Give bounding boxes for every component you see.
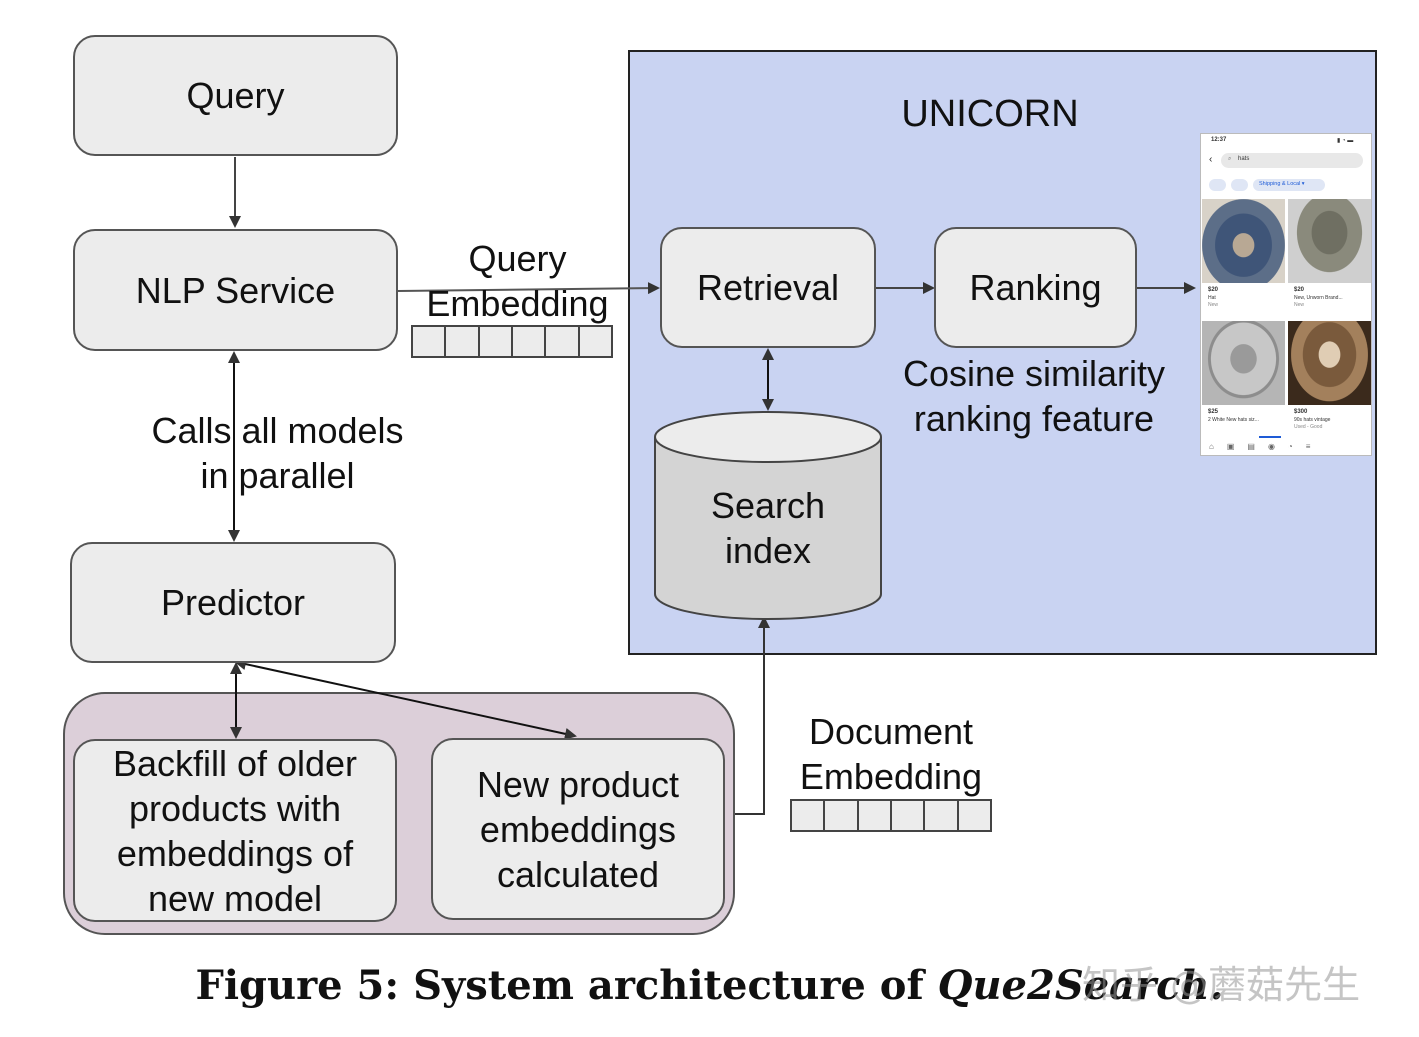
marketplace-phone-screenshot: 12:37 ▮ ◔ ▬ ‹ ⌕ hats Shipping & Local ▾ … <box>1200 133 1372 456</box>
phone-filter-chip-1 <box>1209 179 1226 191</box>
query-embedding-line-2: Embedding <box>426 283 609 324</box>
new-product-line-1: New product <box>476 763 680 805</box>
phone-filter-chip-2 <box>1231 179 1248 191</box>
document-embedding-line-2: Embedding <box>799 756 983 797</box>
hat-photo-4 <box>1288 321 1371 405</box>
calls-parallel-label: Calls all models in parallel <box>140 408 415 498</box>
cosine-line-1: Cosine similarity <box>902 353 1166 394</box>
back-chevron-icon: ‹ <box>1209 154 1213 165</box>
item-4-sub: Used - Good <box>1294 424 1323 430</box>
caption-name: Que2Search. <box>937 962 1224 1009</box>
hat-photo-2 <box>1288 199 1371 283</box>
phone-time: 12:37 <box>1211 137 1227 143</box>
item-3-price: $25 <box>1208 409 1219 415</box>
unicorn-label: UNICORN <box>901 93 1079 135</box>
document-embedding-vector <box>790 799 992 832</box>
item-2-title: New, Unworn Brand... <box>1294 295 1343 301</box>
new-product-node: New product embeddings calculated <box>431 738 725 920</box>
query-embedding-label: Query Embedding <box>415 236 620 326</box>
arrow-newproduct-to-index <box>735 616 770 815</box>
query-node: Query <box>73 35 398 156</box>
search-index-line-1: Search <box>710 485 826 526</box>
new-product-line-2: embeddings <box>479 808 677 850</box>
calls-parallel-line-2: in parallel <box>200 455 355 496</box>
hat-photo-3 <box>1202 321 1285 405</box>
item-2-sub: New <box>1294 302 1305 308</box>
phone-search-icon: ⌕ <box>1228 156 1232 162</box>
phone-search-bar <box>1221 153 1363 168</box>
item-1-price: $20 <box>1208 287 1219 293</box>
calls-parallel-line-1: Calls all models <box>151 410 404 451</box>
retrieval-node: Retrieval <box>660 227 876 348</box>
document-embedding-label: Document Embedding <box>790 709 992 799</box>
caption-prefix: Figure 5: System architecture of <box>195 962 938 1009</box>
query-embedding-line-1: Query <box>468 238 567 279</box>
figure-caption: Figure 5: System architecture of Que2Sea… <box>0 962 1419 1009</box>
cosine-label: Cosine similarity ranking feature <box>890 351 1178 441</box>
hat-photo-1 <box>1202 199 1285 283</box>
ranking-node: Ranking <box>934 227 1137 348</box>
nlp-service-node: NLP Service <box>73 229 398 351</box>
search-index-line-2: index <box>724 530 812 571</box>
arrow-predictor-newproduct <box>234 658 577 740</box>
backfill-line-3: embeddings of <box>116 832 354 874</box>
phone-search-text: hats <box>1238 156 1250 162</box>
item-3-title: 2 White New hats siz... <box>1208 417 1259 423</box>
arrow-nlp-to-retrieval <box>397 282 660 295</box>
phone-tab-bar-icons: ⌂▣▤◉◔≡ <box>1209 442 1324 451</box>
backfill-line-2: products with <box>128 787 342 829</box>
query-embedding-vector <box>411 325 613 358</box>
item-2-price: $20 <box>1294 287 1305 293</box>
phone-status-icons: ▮ ◔ ▬ <box>1337 138 1354 144</box>
predictor-node: Predictor <box>70 542 396 663</box>
phone-tab-indicator <box>1259 436 1281 438</box>
phone-filter-chip-3 <box>1253 179 1325 191</box>
phone-filter-text: Shipping & Local ▾ <box>1259 181 1305 187</box>
search-index-cylinder <box>654 411 882 620</box>
cosine-line-2: ranking feature <box>913 398 1155 439</box>
document-embedding-line-1: Document <box>808 711 974 752</box>
item-4-price: $300 <box>1294 409 1308 415</box>
backfill-node: Backfill of older products with embeddin… <box>73 739 397 922</box>
zhihu-watermark: 知乎 @蘑菇先生 <box>1082 963 1361 1007</box>
new-product-line-3: calculated <box>496 853 660 895</box>
search-index-label: Search index <box>668 483 868 573</box>
backfill-line-4: new model <box>147 877 323 919</box>
item-1-sub: New <box>1208 302 1219 308</box>
item-4-title: 90s hats vintage <box>1294 417 1331 423</box>
backfill-line-1: Backfill of older <box>112 742 358 784</box>
item-1-title: Hat <box>1208 295 1216 301</box>
